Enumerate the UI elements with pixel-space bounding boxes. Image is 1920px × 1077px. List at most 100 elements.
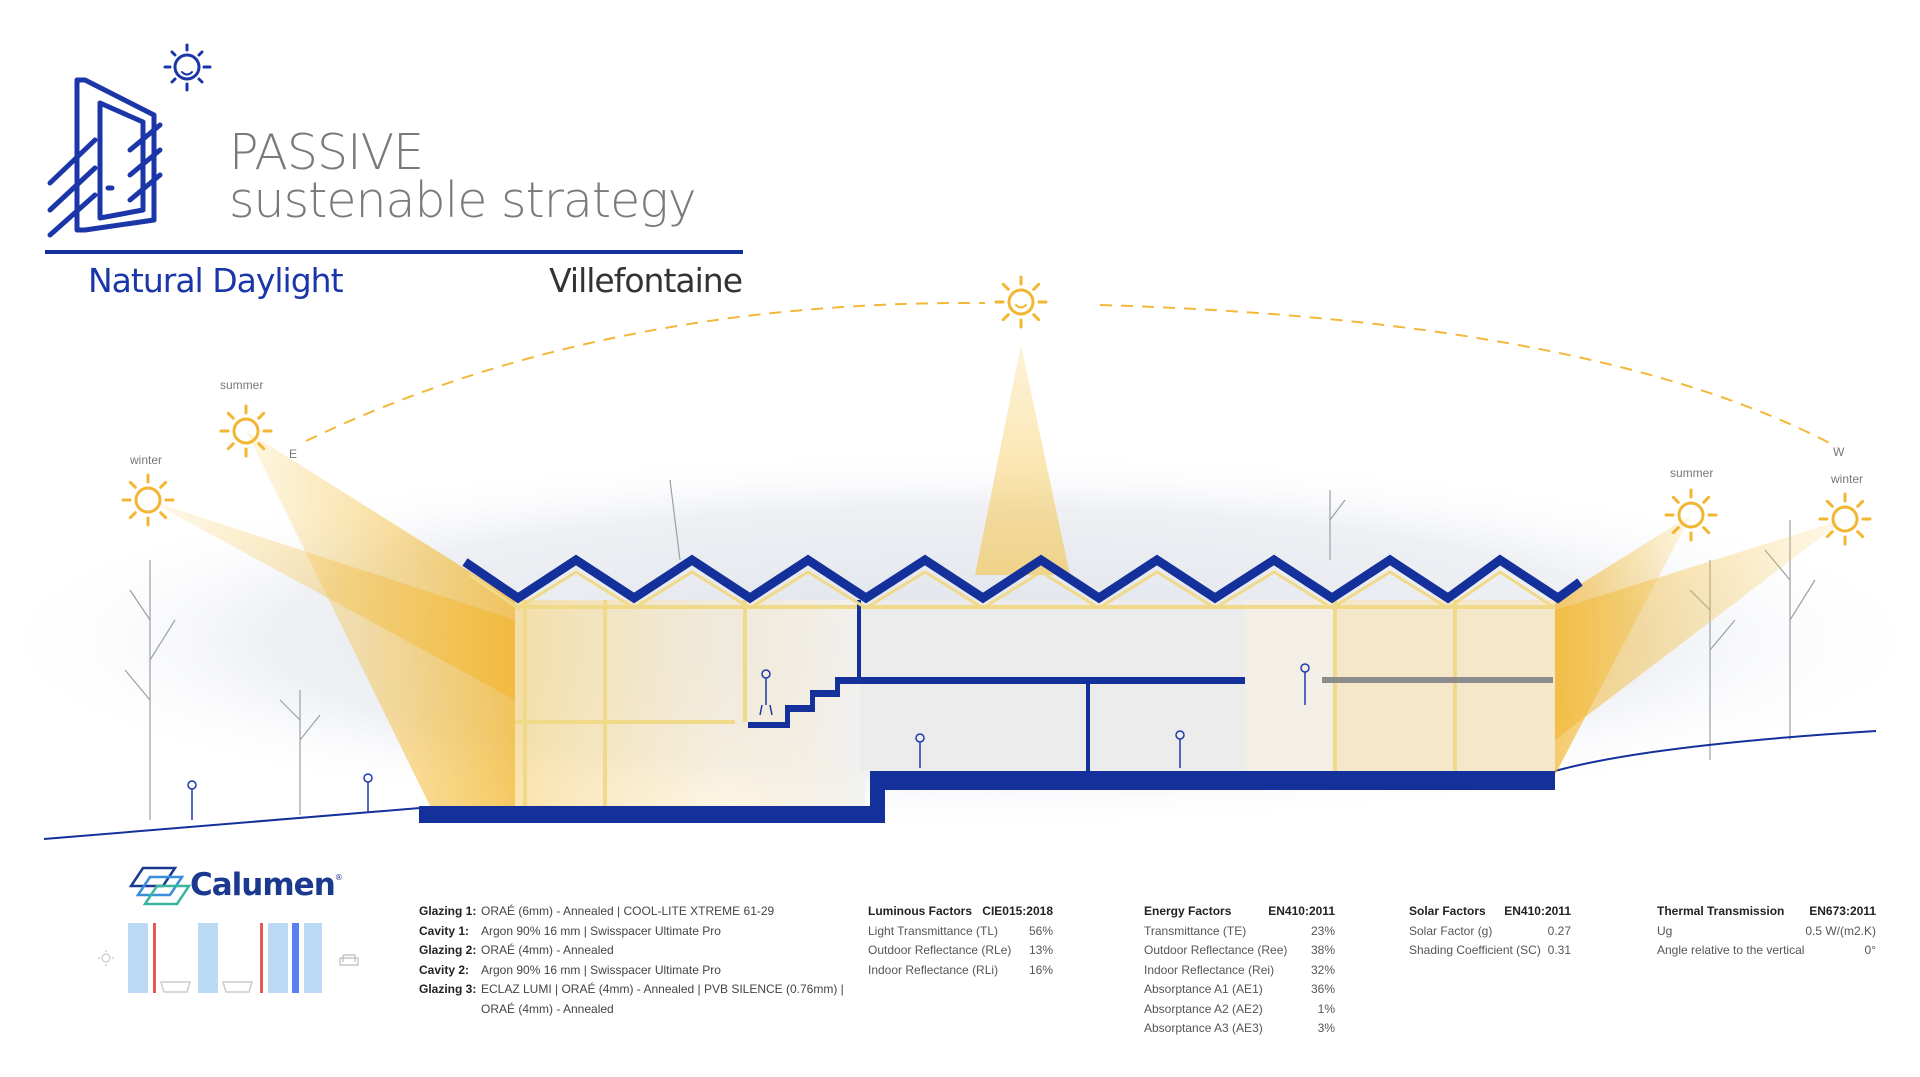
row-label: Indoor Reflectance (Rei) [1144, 962, 1275, 977]
glazing-row: Glazing 1: ORAÉ (6mm) - Annealed | COOL-L… [419, 902, 844, 922]
table-header: Solar Factors EN410:2011 [1409, 902, 1571, 922]
zenith-light-cone [975, 345, 1070, 575]
table-row: Angle relative to the vertical 0° [1657, 941, 1876, 961]
glazing-row: Glazing 3:ECLAZ LUMI | ORAÉ (4mm) - Anne… [419, 980, 844, 1000]
table-header: Luminous Factors CIE015:2018 [868, 902, 1053, 922]
glazing-composition-diagram [98, 923, 359, 993]
blue-slabs [748, 600, 1553, 771]
table-row: Absorptance A3 (AE3)3% [1144, 1019, 1335, 1039]
glazing-label [419, 1000, 481, 1020]
glazing-row: ORAÉ (4mm) - Annealed [419, 1000, 844, 1020]
row-label: Outdoor Reflectance (RLe) [868, 943, 1012, 957]
label-winter-east: winter [130, 453, 163, 467]
interior-middle [860, 600, 1245, 771]
outdoor-sun-icon [98, 950, 114, 966]
winter-east-sun-icon [121, 473, 175, 527]
table-row: Absorptance A2 (AE2) 1% [1144, 1000, 1335, 1020]
table-standard: EN410:2011 [1268, 904, 1335, 918]
row-value: 0.5 W/(m2.K) [1805, 923, 1876, 938]
foundation [419, 771, 1555, 823]
table-standard: EN410:2011 [1504, 904, 1571, 918]
subtitle-natural-daylight: Natural Daylight [88, 261, 344, 300]
logo-registered-mark: ® [334, 873, 343, 882]
glazing-value: ORAÉ (4mm) - Annealed [481, 943, 614, 957]
yellow-structure [515, 600, 1555, 806]
row-value: 38% [1310, 943, 1335, 957]
sun-path-arc [305, 301, 986, 442]
table-title: Energy Factors [1144, 904, 1232, 918]
ground-line [43, 807, 421, 840]
row-label: Shading Coefficient (SC) [1409, 943, 1541, 957]
table-row: Transmittance (TE) 23% [1144, 922, 1335, 942]
winter-west-sun-icon [1818, 492, 1872, 546]
interior-left [515, 600, 865, 806]
table-row: Solar Factor (g)0.27 [1409, 922, 1571, 942]
window-sun-icon [47, 43, 212, 238]
glazing-label: Glazing 1: [419, 904, 477, 918]
row-value: 56% [1028, 923, 1053, 938]
title-strategy: sustenable strategy [229, 172, 697, 229]
table-row: Shading Coefficient (SC) 0.31 [1409, 941, 1571, 961]
winter-west-light-cone [1555, 519, 1845, 740]
glazing-label: Cavity 2: [419, 962, 470, 977]
glazing-label: Glazing 3: [419, 982, 477, 996]
glazing-value: Argon 90% 16 mm | Swisspacer Ultimate Pr… [481, 923, 721, 938]
glazing-composition-list: Glazing 1: ORAÉ (6mm) - Annealed | COOL-L… [419, 902, 844, 1019]
calumen-logo-mark [128, 866, 192, 906]
table-header: Thermal Transmission EN673:2011 [1657, 902, 1876, 922]
row-label: Absorptance A2 (AE2) [1144, 1001, 1263, 1016]
glazing-row: Cavity 2: Argon 90% 16 mm | Swisspacer Ul… [419, 961, 844, 981]
glazing-value: ORAÉ (4mm) - Annealed [481, 1001, 614, 1016]
glazing-value: ORAÉ (6mm) - Annealed | COOL-LITE XTREME… [481, 904, 775, 918]
header-divider [45, 250, 743, 254]
indoor-armchair-icon [339, 954, 359, 966]
row-value: 13% [1028, 943, 1053, 957]
table-row: Light Transmittance (TL) 56% [868, 922, 1053, 942]
logo-name: Calumen [190, 867, 336, 903]
glazing-row: Cavity 1: Argon 90% 16 mm | Swisspacer Ul… [419, 922, 844, 942]
row-value: 0.31 [1547, 943, 1571, 957]
ground-line [1554, 730, 1877, 772]
row-label: Outdoor Reflectance (Ree) [1144, 943, 1288, 957]
row-label: Light Transmittance (TL) [868, 923, 999, 938]
calumen-logo: Calumen® [190, 867, 343, 903]
table-standard: CIE015:2018 [982, 904, 1053, 918]
row-value: 3% [1317, 1021, 1335, 1035]
summer-east-sun-icon [219, 404, 273, 458]
table-title: Thermal Transmission [1657, 904, 1785, 918]
glazing-value: Argon 90% 16 mm | Swisspacer Ultimate Pr… [481, 962, 721, 977]
label-east: E [289, 447, 298, 461]
label-west: W [1833, 445, 1845, 459]
row-value: 36% [1310, 982, 1335, 996]
label-summer-east: summer [220, 378, 264, 392]
sawtooth-roof [462, 554, 1583, 604]
row-label: Angle relative to the vertical [1657, 943, 1805, 957]
glazing-label: Cavity 1: [419, 923, 470, 938]
people [187, 663, 1310, 820]
table-row: Indoor Reflectance (Rei)32% [1144, 961, 1335, 981]
table-title: Luminous Factors [868, 904, 973, 918]
row-label: Absorptance A1 (AE1) [1144, 982, 1263, 996]
row-label: Solar Factor (g) [1409, 923, 1493, 938]
row-label: Indoor Reflectance (RLi) [868, 962, 999, 977]
table-row: Indoor Reflectance (RLi)16% [868, 961, 1053, 981]
row-label: Transmittance (TE) [1144, 923, 1247, 938]
table-title: Solar Factors [1409, 904, 1486, 918]
row-value: 23% [1310, 923, 1335, 938]
glazing-row: Glazing 2:ORAÉ (4mm) - Annealed [419, 941, 844, 961]
zenith-sun-icon [994, 275, 1048, 329]
row-value: 1% [1317, 1001, 1335, 1016]
winter-east-light-cone [148, 500, 515, 700]
title-passive: PASSIVE [229, 124, 424, 181]
table-row: Outdoor Reflectance (Ree) 38% [1144, 941, 1335, 961]
summer-west-sun-icon [1664, 488, 1718, 542]
table-header: Energy Factors EN410:2011 [1144, 902, 1335, 922]
row-value: 0° [1864, 943, 1876, 957]
table-standard: EN673:2011 [1809, 904, 1876, 918]
